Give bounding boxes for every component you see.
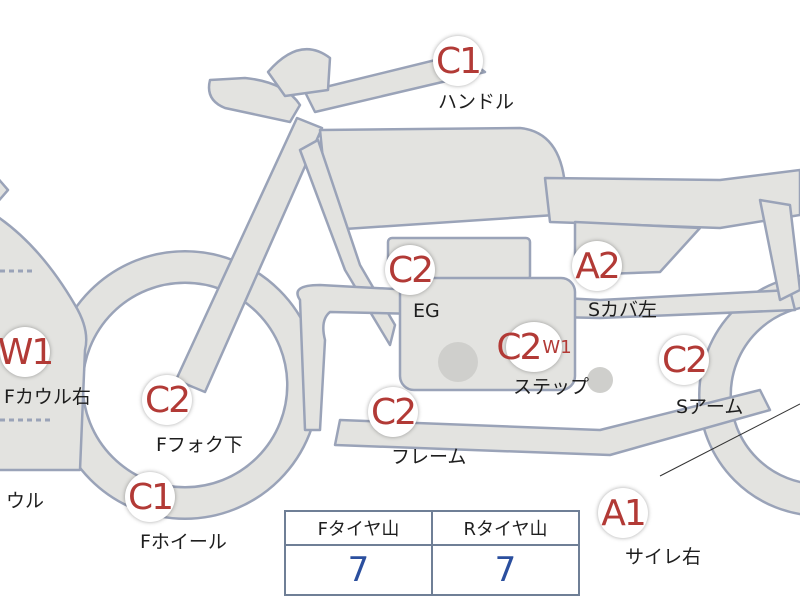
- marker-silencer: A1: [598, 488, 648, 538]
- cowl-dashed-lines: [0, 269, 52, 422]
- label-front-wheel: Fホイール: [140, 531, 227, 553]
- label-engine: EG: [413, 300, 440, 322]
- silencer-leader-line: [659, 403, 800, 477]
- rear-tire-header: Rタイヤ山: [431, 510, 580, 546]
- marker-handle: C1: [433, 36, 483, 86]
- label-step: ステップ: [513, 376, 590, 398]
- seat-shape: [543, 168, 800, 230]
- motorcycle-silhouette: [0, 48, 800, 520]
- marker-side-cover: A2: [572, 241, 622, 291]
- marker-frame: C2: [368, 387, 418, 437]
- label-front-cowl-right: Fカウル右: [4, 386, 91, 408]
- marker-front-fork: C2: [142, 375, 192, 425]
- tank-shape: [318, 126, 567, 232]
- front-fork-shape: [174, 116, 324, 394]
- marker-swingarm: C2: [659, 335, 709, 385]
- label-side-cover: Sカバ左: [588, 299, 658, 321]
- marker-front-cowl-right: W1: [0, 327, 54, 377]
- label-swingarm: Sアーム: [676, 396, 744, 418]
- label-handle: ハンドル: [438, 91, 515, 113]
- tire-tread-table: Fタイヤ山 Rタイヤ山 7 7: [284, 510, 580, 596]
- label-silencer: サイレ右: [625, 546, 702, 568]
- marker-engine: C2: [385, 245, 435, 295]
- front-tire-header: Fタイヤ山: [284, 510, 433, 546]
- front-tire-value: 7: [284, 544, 433, 596]
- label-cowl: ウル: [6, 490, 45, 512]
- rear-tire-value: 7: [431, 544, 580, 596]
- front-cowl-shape: [0, 178, 88, 472]
- marker-front-wheel: C1: [125, 472, 175, 522]
- label-front-fork: Fフォク下: [156, 434, 243, 456]
- label-frame: フレーム: [391, 446, 467, 468]
